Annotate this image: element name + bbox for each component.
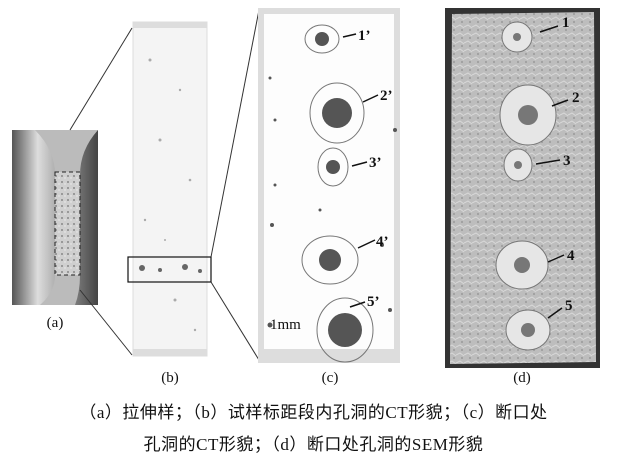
- panel-b-ct-gauge: [127, 21, 212, 357]
- zoom-line: [210, 281, 260, 361]
- panel-d-sem-fracture: 1 2 3 4 5: [445, 8, 600, 368]
- panel-a-tensile-specimen: [12, 130, 98, 305]
- zoom-line: [79, 289, 133, 356]
- ct-marker-2: 2’: [380, 88, 393, 104]
- panel-a-label: (a): [47, 315, 64, 331]
- caption-line-1: （a）拉伸样；（b）试样标距段内孔洞的CT形貌；（c）断口处: [79, 403, 548, 422]
- caption-line-2: 孔洞的CT形貌；（d）断口处孔洞的SEM形貌: [143, 435, 484, 454]
- panel-d-label: (d): [513, 370, 531, 386]
- sem-marker-3: 3: [563, 153, 571, 169]
- ct-marker-3: 3’: [369, 155, 382, 171]
- zoom-line: [69, 27, 133, 131]
- panel-c-ct-fracture: 1’ 2’ 3’ 4’ 5’ 1mm: [258, 8, 400, 363]
- ct-marker-1: 1’: [358, 28, 371, 44]
- ct-marker-5: 5’: [367, 294, 380, 310]
- zoom-line: [210, 9, 260, 258]
- zoom-region-box: [127, 256, 212, 283]
- sem-marker-1: 1: [562, 15, 570, 31]
- sem-marker-5: 5: [565, 298, 573, 314]
- ct-marker-4: 4’: [376, 234, 389, 250]
- sem-marker-2: 2: [572, 90, 580, 106]
- panel-b-label: (b): [161, 370, 179, 386]
- sem-marker-4: 4: [567, 248, 575, 264]
- panel-c-label: (c): [322, 370, 339, 386]
- scale-label: 1mm: [270, 317, 301, 333]
